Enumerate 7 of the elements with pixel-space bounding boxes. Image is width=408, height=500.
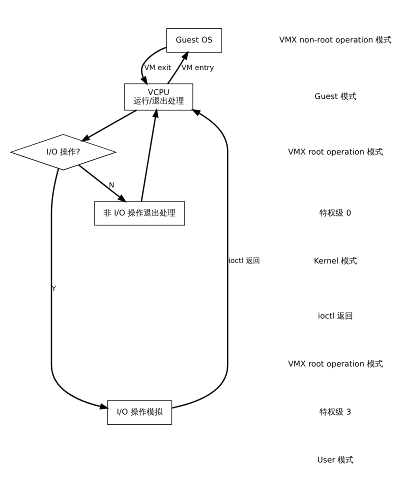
- arrow: [172, 108, 228, 408]
- arrow: [140, 108, 159, 201]
- arrow: [80, 109, 137, 142]
- arrow: [167, 50, 189, 84]
- arrow: [140, 46, 167, 85]
- arrow: [50, 168, 110, 410]
- arrow: [78, 164, 127, 202]
